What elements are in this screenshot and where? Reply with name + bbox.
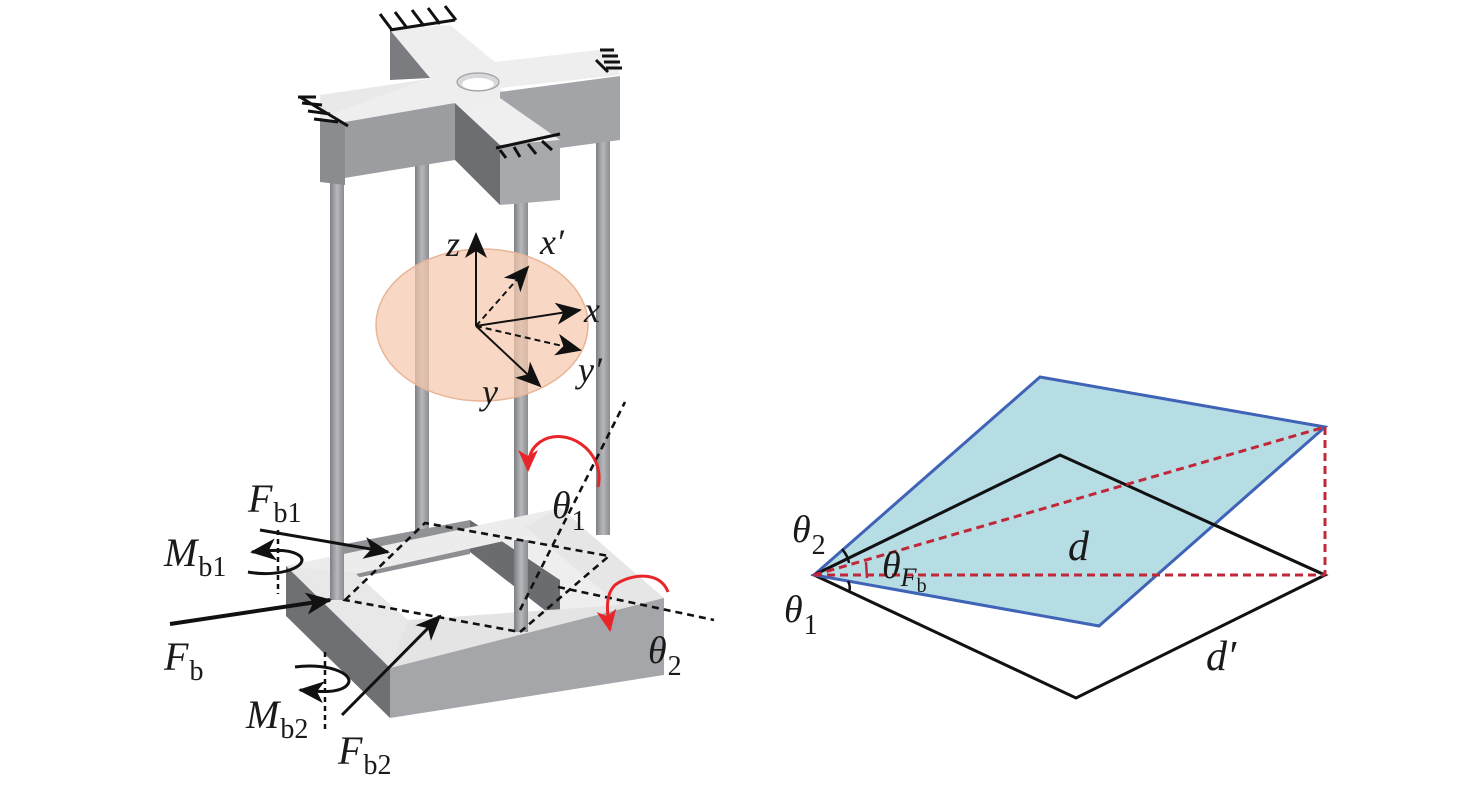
base-plane-upper-edge: [813, 453, 1326, 577]
x-axis-arrow: [475, 302, 582, 327]
dashed-reference-lines: [342, 401, 715, 634]
label-Mb2: Mb2: [245, 692, 308, 745]
force-arrow-Fb: [169, 592, 332, 626]
label-theta-Fb: θFb: [882, 545, 927, 597]
label-x-prime: x′: [539, 222, 565, 262]
bottom-frame-block: [286, 508, 664, 718]
y-axis-arrow: [475, 325, 542, 388]
label-theta1-right: θ1: [784, 589, 818, 641]
moment-Mb2: [294, 652, 351, 730]
angle-arc-thetaFb: [864, 561, 869, 579]
label-theta1: θ1: [552, 485, 586, 537]
angle-arc-theta1: [846, 580, 852, 593]
label-Fb: Fb: [163, 634, 203, 687]
y-prime-axis-arrow: [475, 325, 582, 356]
label-d-prime: d′: [1206, 634, 1237, 680]
label-theta2-left: θ2: [648, 630, 682, 682]
force-arrow-Fb1: [259, 528, 390, 559]
moment-Mb1: [247, 530, 304, 594]
rod-front-left: [330, 180, 344, 600]
x-prime-axis-arrow: [475, 265, 530, 327]
projection-lines: [813, 425, 1327, 577]
rotation-arrow-theta2: [596, 574, 670, 632]
label-z: z: [445, 224, 460, 264]
label-y-prime: y′: [575, 350, 603, 390]
label-d: d: [1068, 524, 1090, 570]
top-cross-block: [320, 25, 620, 205]
flexure-mechanism: z x′ x y′ y: [163, 5, 715, 781]
label-Fb1: Fb1: [247, 476, 301, 529]
rod-front-right-lower: [514, 540, 528, 632]
label-y: y: [479, 372, 498, 412]
label-Fb2: Fb2: [337, 728, 391, 781]
label-theta2-right: θ2: [792, 509, 826, 561]
force-arrow-Fb2: [340, 614, 442, 717]
force-arrows: [169, 528, 442, 717]
plane-geometry: θ2 θ1 θFb d d′: [784, 375, 1329, 700]
rod-front-left-lower: [330, 540, 344, 600]
rotation-arrow-theta1: [518, 435, 601, 488]
fixed-support-hatches: [298, 5, 622, 159]
angle-arc-theta2: [841, 548, 851, 564]
coordinate-axes: [465, 232, 582, 388]
diagonal-d: [813, 425, 1326, 577]
label-Mb1: Mb1: [163, 530, 226, 583]
label-x: x: [583, 290, 600, 330]
